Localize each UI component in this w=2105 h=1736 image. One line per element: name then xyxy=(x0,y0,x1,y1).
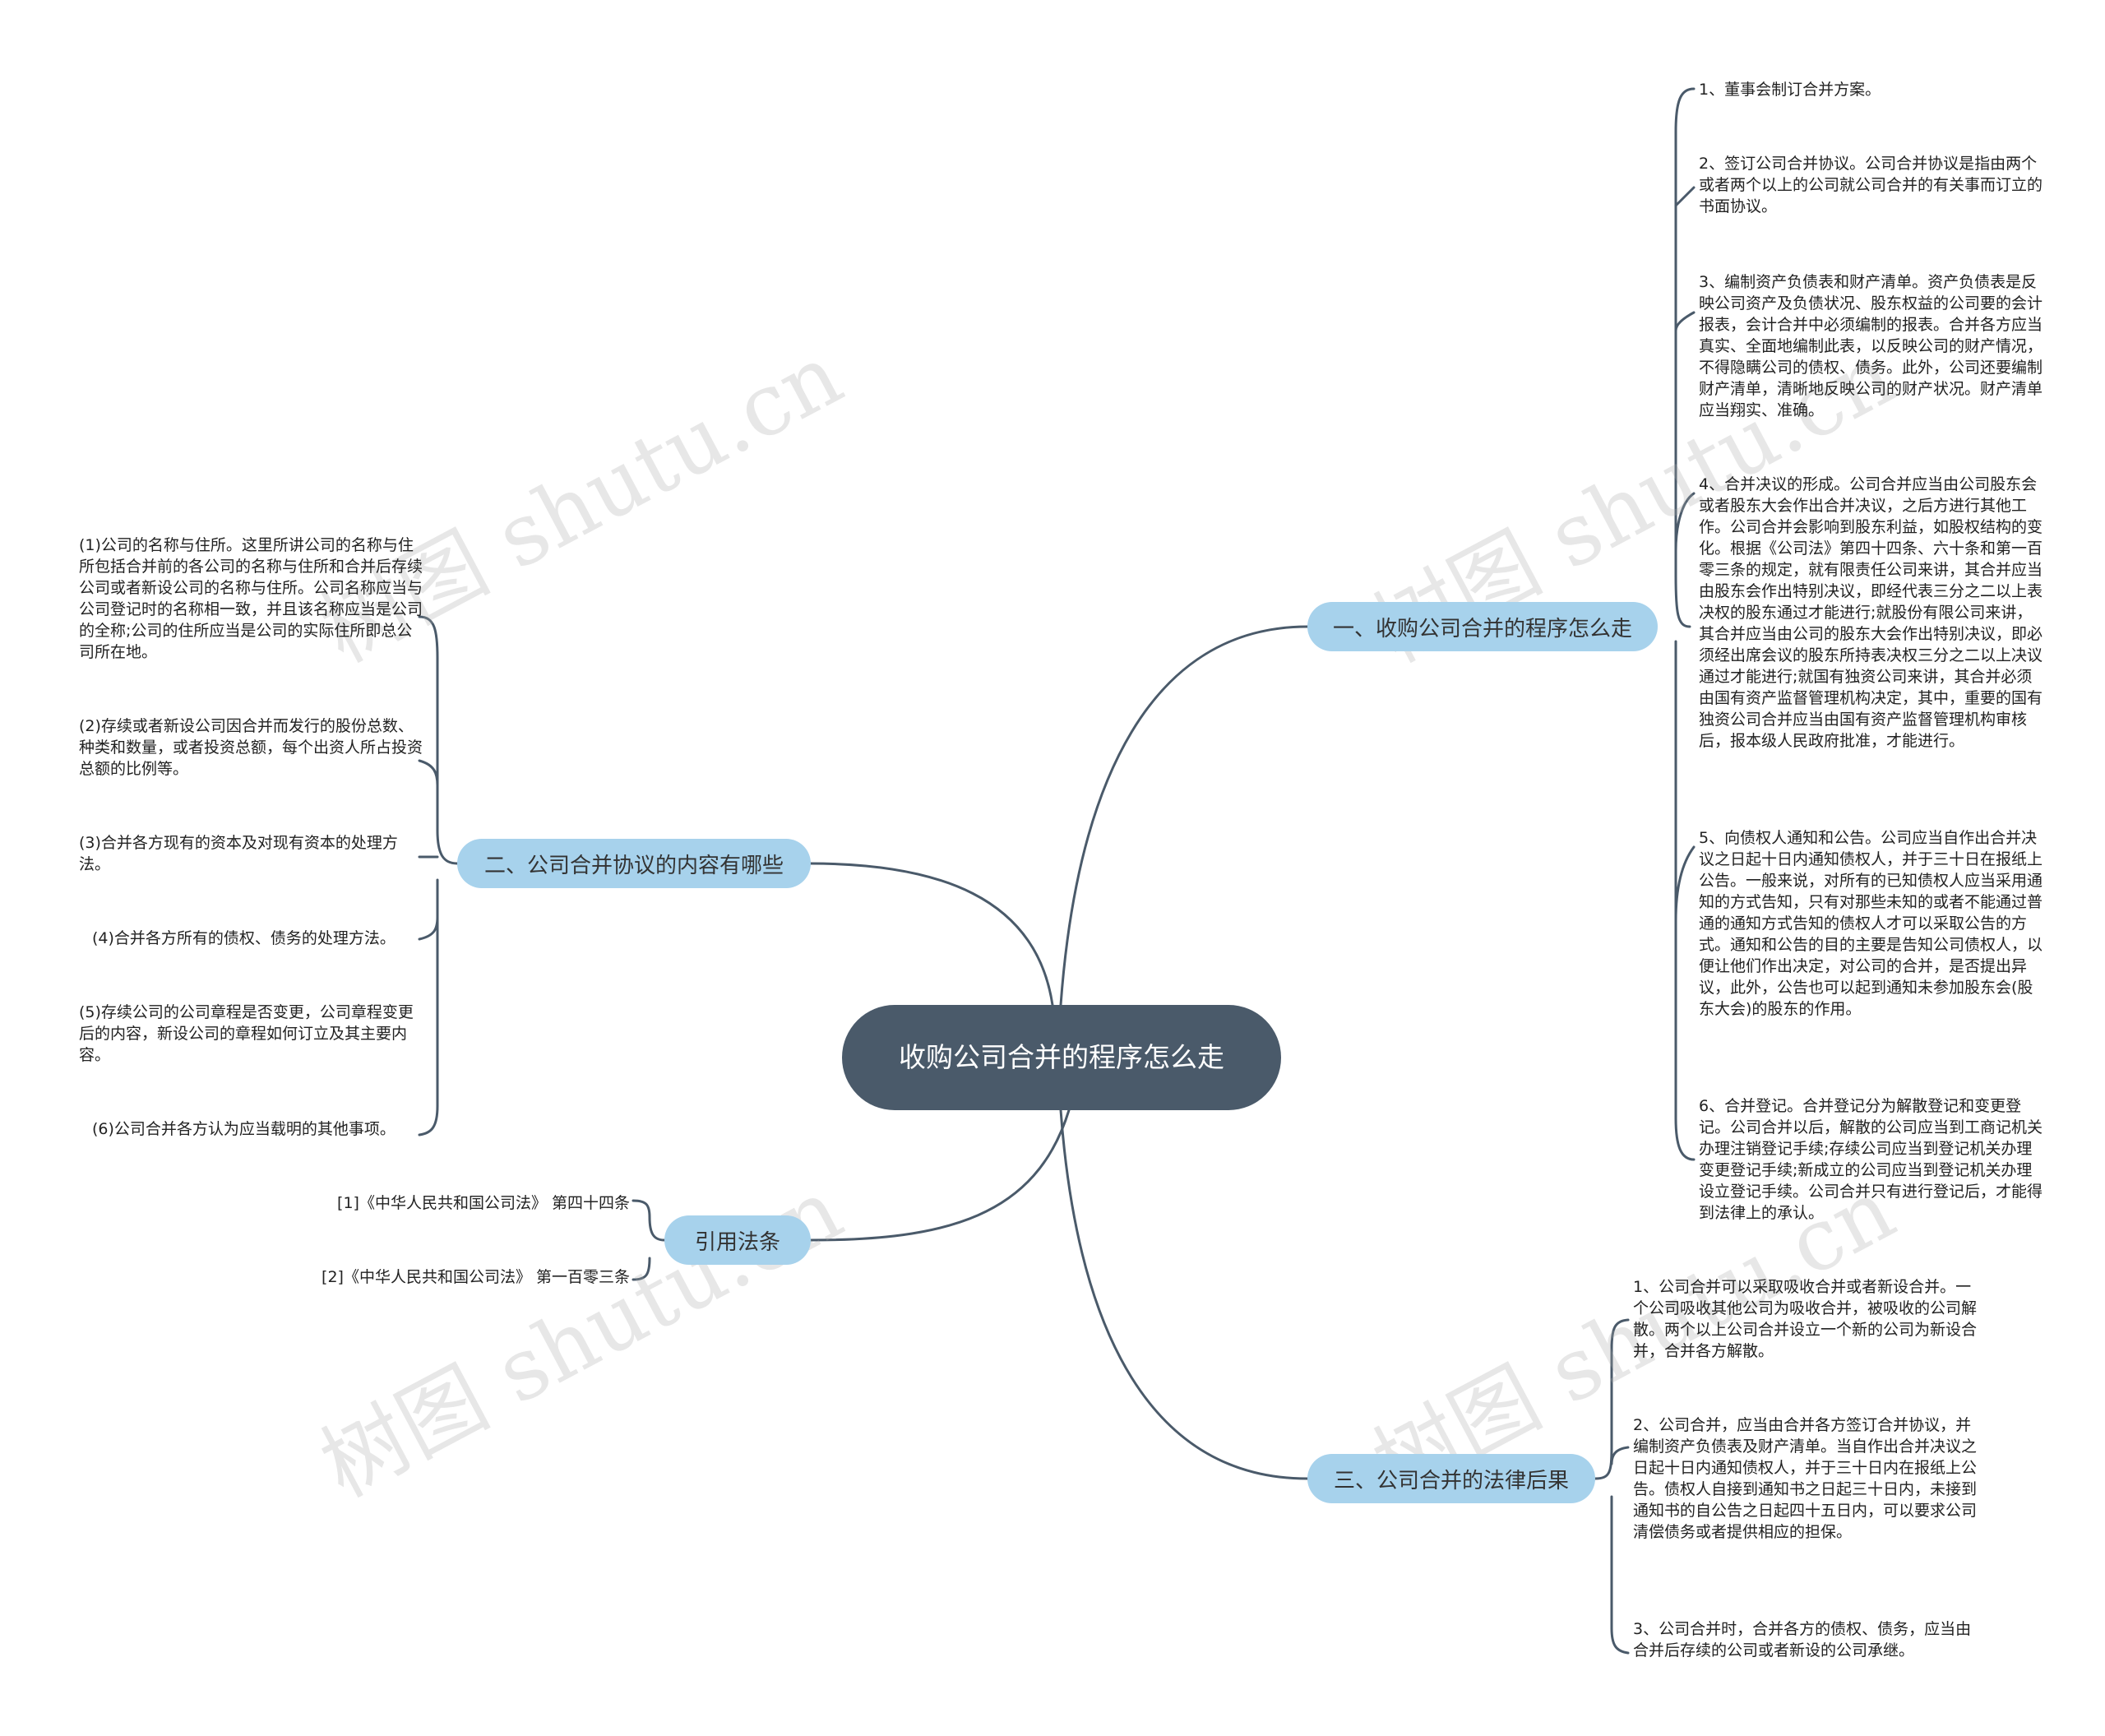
link-root-b1 xyxy=(1059,625,1309,1007)
leaf-item: 2、公司合并，应当由合并各方签订合并协议，并编制资产负债表及财产清单。当自作出合… xyxy=(1633,1416,1978,1541)
leaf-item: 3、公司合并时，合并各方的债权、债务，应当由合并后存续的公司或者新设的公司承继。 xyxy=(1633,1620,1972,1660)
leaf-item: (4)合并各方所有的债权、债务的处理方法。 xyxy=(92,929,396,947)
bracket-b2 xyxy=(418,615,459,1137)
leaf-item: 1、公司合并可以采取吸收合并或者新设合并。一个公司吸收其他公司为吸收合并，被吸收… xyxy=(1633,1278,1978,1360)
bracket-b1 xyxy=(1674,87,1696,1161)
link-root-b3 xyxy=(808,1109,1071,1242)
branch-label: 引用法条 xyxy=(694,1229,780,1255)
branch-agreement-content[interactable]: 二、公司合并协议的内容有哪些 xyxy=(457,839,811,888)
branch-legal-consequences[interactable]: 三、公司合并的法律后果 xyxy=(1307,1454,1595,1503)
leaf-item: 4、合并决议的形成。公司合并应当由公司股东会或者股东大会作出合并决议，之后方进行… xyxy=(1699,475,2043,750)
link-root-b4 xyxy=(1059,1109,1309,1480)
leaf-item: 5、向债权人通知和公告。公司应当自作出合并决议之日起十日内通知债权人，并于三十日… xyxy=(1699,829,2043,1018)
branch-label: 一、收购公司合并的程序怎么走 xyxy=(1332,616,1632,641)
leaf-item: (6)公司合并各方认为应当载明的其他事项。 xyxy=(92,1120,396,1138)
bracket-b3 xyxy=(632,1199,666,1281)
branch-procedure[interactable]: 一、收购公司合并的程序怎么走 xyxy=(1307,602,1658,651)
leaf-item: 3、编制资产负债表和财产清单。资产负债表是反映公司资产及负债状况、股东权益的公司… xyxy=(1699,273,2043,419)
leaf-item: (2)存续或者新设公司因合并而发行的股份总数、种类和数量，或者投资总额，每个出资… xyxy=(79,717,423,778)
branch-cited-laws[interactable]: 引用法条 xyxy=(664,1215,811,1265)
leaf-item: (1)公司的名称与住所。这里所讲公司的名称与住所包括合并前的各公司的名称与住所和… xyxy=(79,536,423,661)
root-node[interactable]: 收购公司合并的程序怎么走 xyxy=(842,1005,1281,1110)
law-reference: [1]《中华人民共和国公司法》 第四十四条 xyxy=(337,1194,630,1212)
leaf-item: 6、合并登记。合并登记分为解散登记和变更登记。公司合并以后，解散的公司应当到工商… xyxy=(1699,1097,2043,1222)
branch-label: 二、公司合并协议的内容有哪些 xyxy=(483,853,784,878)
leaf-item: (5)存续公司的公司章程是否变更，公司章程变更后的内容，新设公司的章程如何订立及… xyxy=(79,1003,414,1064)
leaf-item: 1、董事会制订合并方案。 xyxy=(1699,81,1881,99)
bracket-b4 xyxy=(1594,1318,1630,1655)
branch-label: 三、公司合并的法律后果 xyxy=(1333,1468,1569,1493)
root-title: 收购公司合并的程序怎么走 xyxy=(899,1041,1224,1073)
leaf-item: 2、签订公司合并协议。公司合并协议是指由两个或者两个以上的公司就公司合并的有关事… xyxy=(1699,155,2043,215)
link-root-b2 xyxy=(808,862,1054,1007)
law-reference: [2]《中华人民共和国公司法》 第一百零三条 xyxy=(322,1268,630,1286)
leaf-item: (3)合并各方现有的资本及对现有资本的处理方法。 xyxy=(79,834,398,873)
